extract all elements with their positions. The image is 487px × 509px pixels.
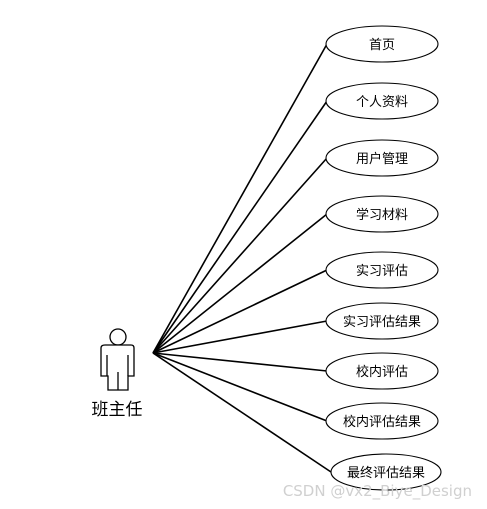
association-line — [152, 352, 332, 473]
use-case-label: 用户管理 — [356, 151, 408, 167]
use-case-ellipse — [325, 251, 439, 289]
association-line — [152, 213, 328, 354]
use-case-ellipse — [325, 402, 439, 440]
use-case-校内评估: 校内评估 — [325, 352, 439, 390]
use-case-label: 实习评估结果 — [343, 315, 421, 330]
watermark: CSDN @vx2_Biye_Design — [282, 482, 472, 500]
use-case-label: 校内评估结果 — [343, 414, 421, 430]
actor-body — [100, 344, 135, 391]
use-case-label: 校内评估 — [356, 364, 408, 380]
use-case-ellipse — [325, 195, 439, 233]
association-lines — [152, 43, 332, 473]
use-case-ellipse — [325, 302, 439, 340]
association-line — [152, 269, 328, 354]
actor — [100, 328, 135, 391]
use-case-最终评估结果: 最终评估结果 — [330, 453, 442, 491]
use-case-实习评估: 实习评估 — [325, 251, 439, 289]
use-case-ellipse — [325, 82, 439, 120]
use-case-label: 个人资料 — [356, 95, 408, 110]
use-case-个人资料: 个人资料 — [325, 82, 439, 120]
association-line — [152, 157, 328, 354]
association-line — [152, 352, 328, 422]
actor-head — [109, 328, 127, 346]
use-case-label: 最终评估结果 — [347, 465, 425, 481]
use-case-label: 首页 — [369, 38, 395, 53]
use-case-ellipse — [325, 25, 439, 63]
use-case-label: 实习评估 — [356, 264, 408, 279]
use-case-label: 学习材料 — [356, 207, 408, 223]
use-case-用户管理: 用户管理 — [325, 139, 439, 177]
association-line — [152, 352, 328, 372]
association-line — [152, 320, 328, 354]
use-case-ellipse — [325, 352, 439, 390]
association-line — [152, 43, 328, 354]
use-case-实习评估结果: 实习评估结果 — [325, 302, 439, 340]
association-line — [152, 100, 328, 354]
use-case-校内评估结果: 校内评估结果 — [325, 402, 439, 440]
actor-label: 班主任 — [92, 400, 143, 420]
use-case-ellipse — [325, 139, 439, 177]
use-case-首页: 首页 — [325, 25, 439, 63]
use-case-ellipse — [330, 453, 442, 491]
use-case-学习材料: 学习材料 — [325, 195, 439, 233]
